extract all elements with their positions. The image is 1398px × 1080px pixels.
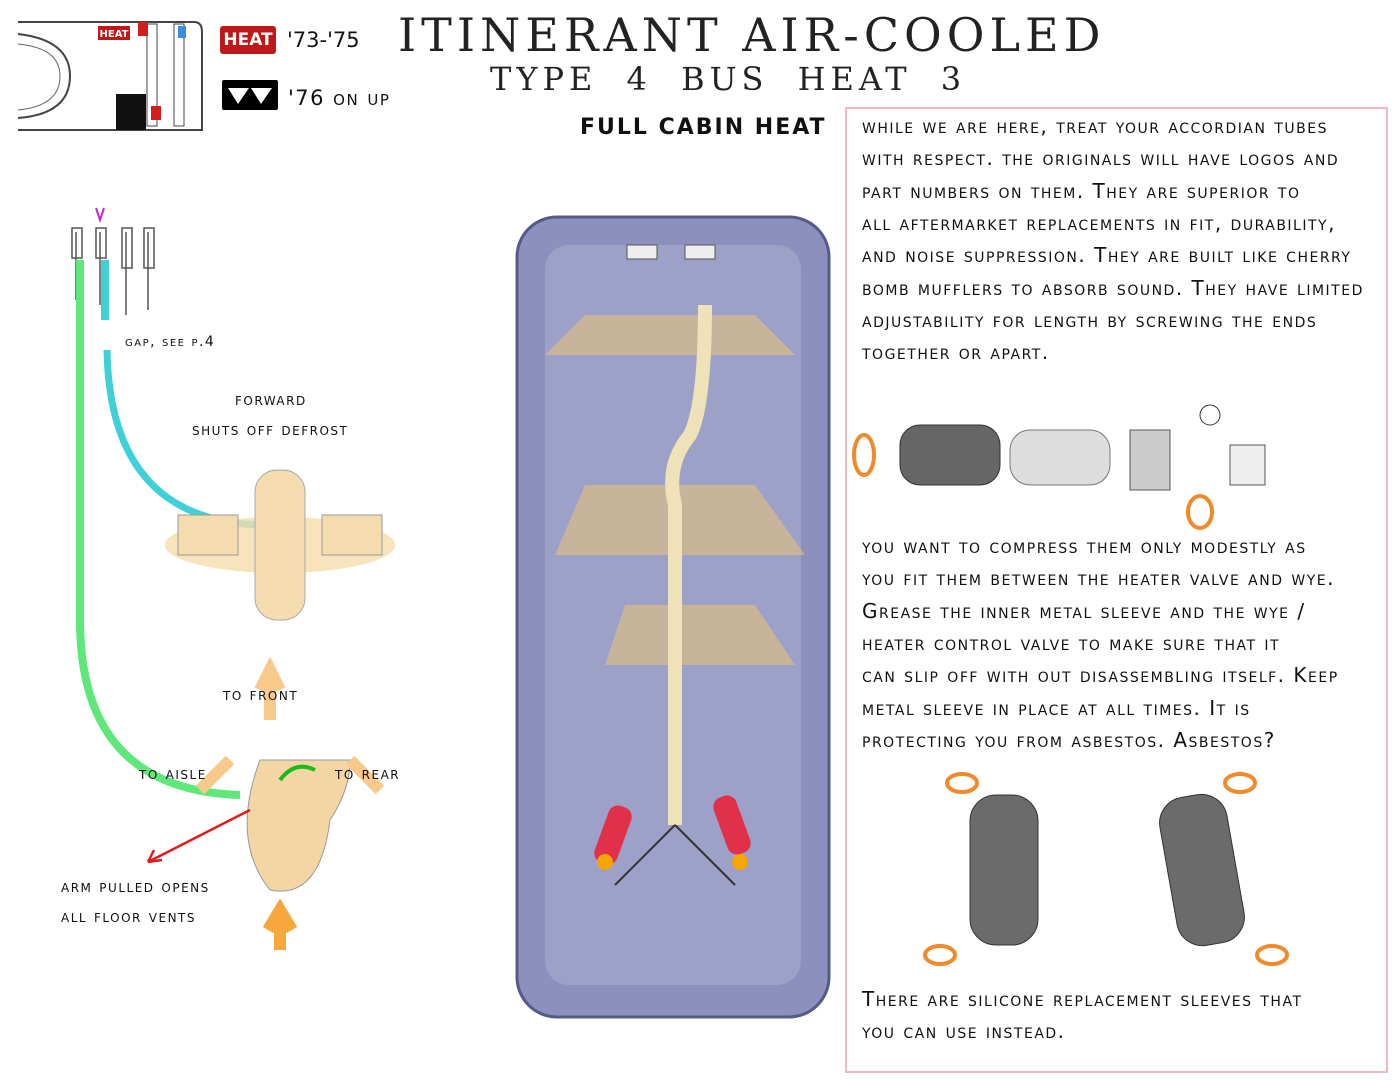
heater-control-panel-sketch: HEAT [17,21,203,131]
notes-text-line: while we are here, treat your accordian … [862,114,1328,138]
to-front-label: to front [223,685,299,705]
notes-text-line: can slip off with out disassembling itse… [862,663,1339,688]
to-aisle-label: to aisle [139,764,207,784]
notes-text-line: you want to compress them only modestly … [862,534,1307,558]
section-title: FULL CABIN HEAT [580,115,827,140]
notes-text-line: with respect. the originals will have lo… [862,146,1340,171]
arm-note-line2: all floor vents [61,907,196,927]
notes-text-line: protecting you from asbestos. Asbestos? [862,727,1276,752]
silicone-sleeves-illustration [923,772,1289,966]
notes-text-line: metal sleeve in place at all times. It i… [862,695,1251,720]
notes-text-line: Grease the inner metal sleeve and the wy… [862,598,1306,623]
gap-note: gap, see p.4 [125,334,216,350]
heater-cable-diagram [71,207,395,950]
page-title: ITINERANT AIR-COOLED [398,8,1106,62]
notes-text-line: adjustability for length by screwing the… [862,307,1318,332]
bus-xray-illustration [515,215,831,1019]
heat-badge: HEAT [220,26,276,54]
arrow-badge-years: '76 on up [288,86,391,110]
notes-text-line: all aftermarket replacements in fit, dur… [862,210,1336,235]
to-rear-label: to rear [335,764,401,784]
defrost-label: shuts off defrost [192,420,349,440]
heat-badge-years: '73-'75 [287,28,360,52]
control-panel-heat-label: HEAT [100,29,129,40]
forward-label: forward [235,390,307,410]
notes-text-line: part numbers on them. They are superior … [862,178,1301,203]
notes-text-line: and noise suppression. They are built li… [862,243,1352,268]
notes-text-line: heater control valve to make sure that i… [862,630,1281,655]
notes-text-line: you fit them between the heater valve an… [862,566,1335,591]
triangle-arrows-icon [222,80,278,110]
notes-text-line: you can use instead. [862,1019,1066,1044]
notes-text-line: together or apart. [862,340,1050,365]
notes-text-line: There are silicone replacement sleeves t… [862,987,1303,1011]
arm-note-line1: arm pulled opens [61,877,210,897]
notes-text-line: bomb mufflers to absorb sound. They have… [862,275,1364,300]
page-subtitle: TYPE 4 BUS HEAT 3 [490,60,967,98]
accordion-tube-exploded-view [852,404,1266,530]
notes-panel [845,107,1388,1073]
